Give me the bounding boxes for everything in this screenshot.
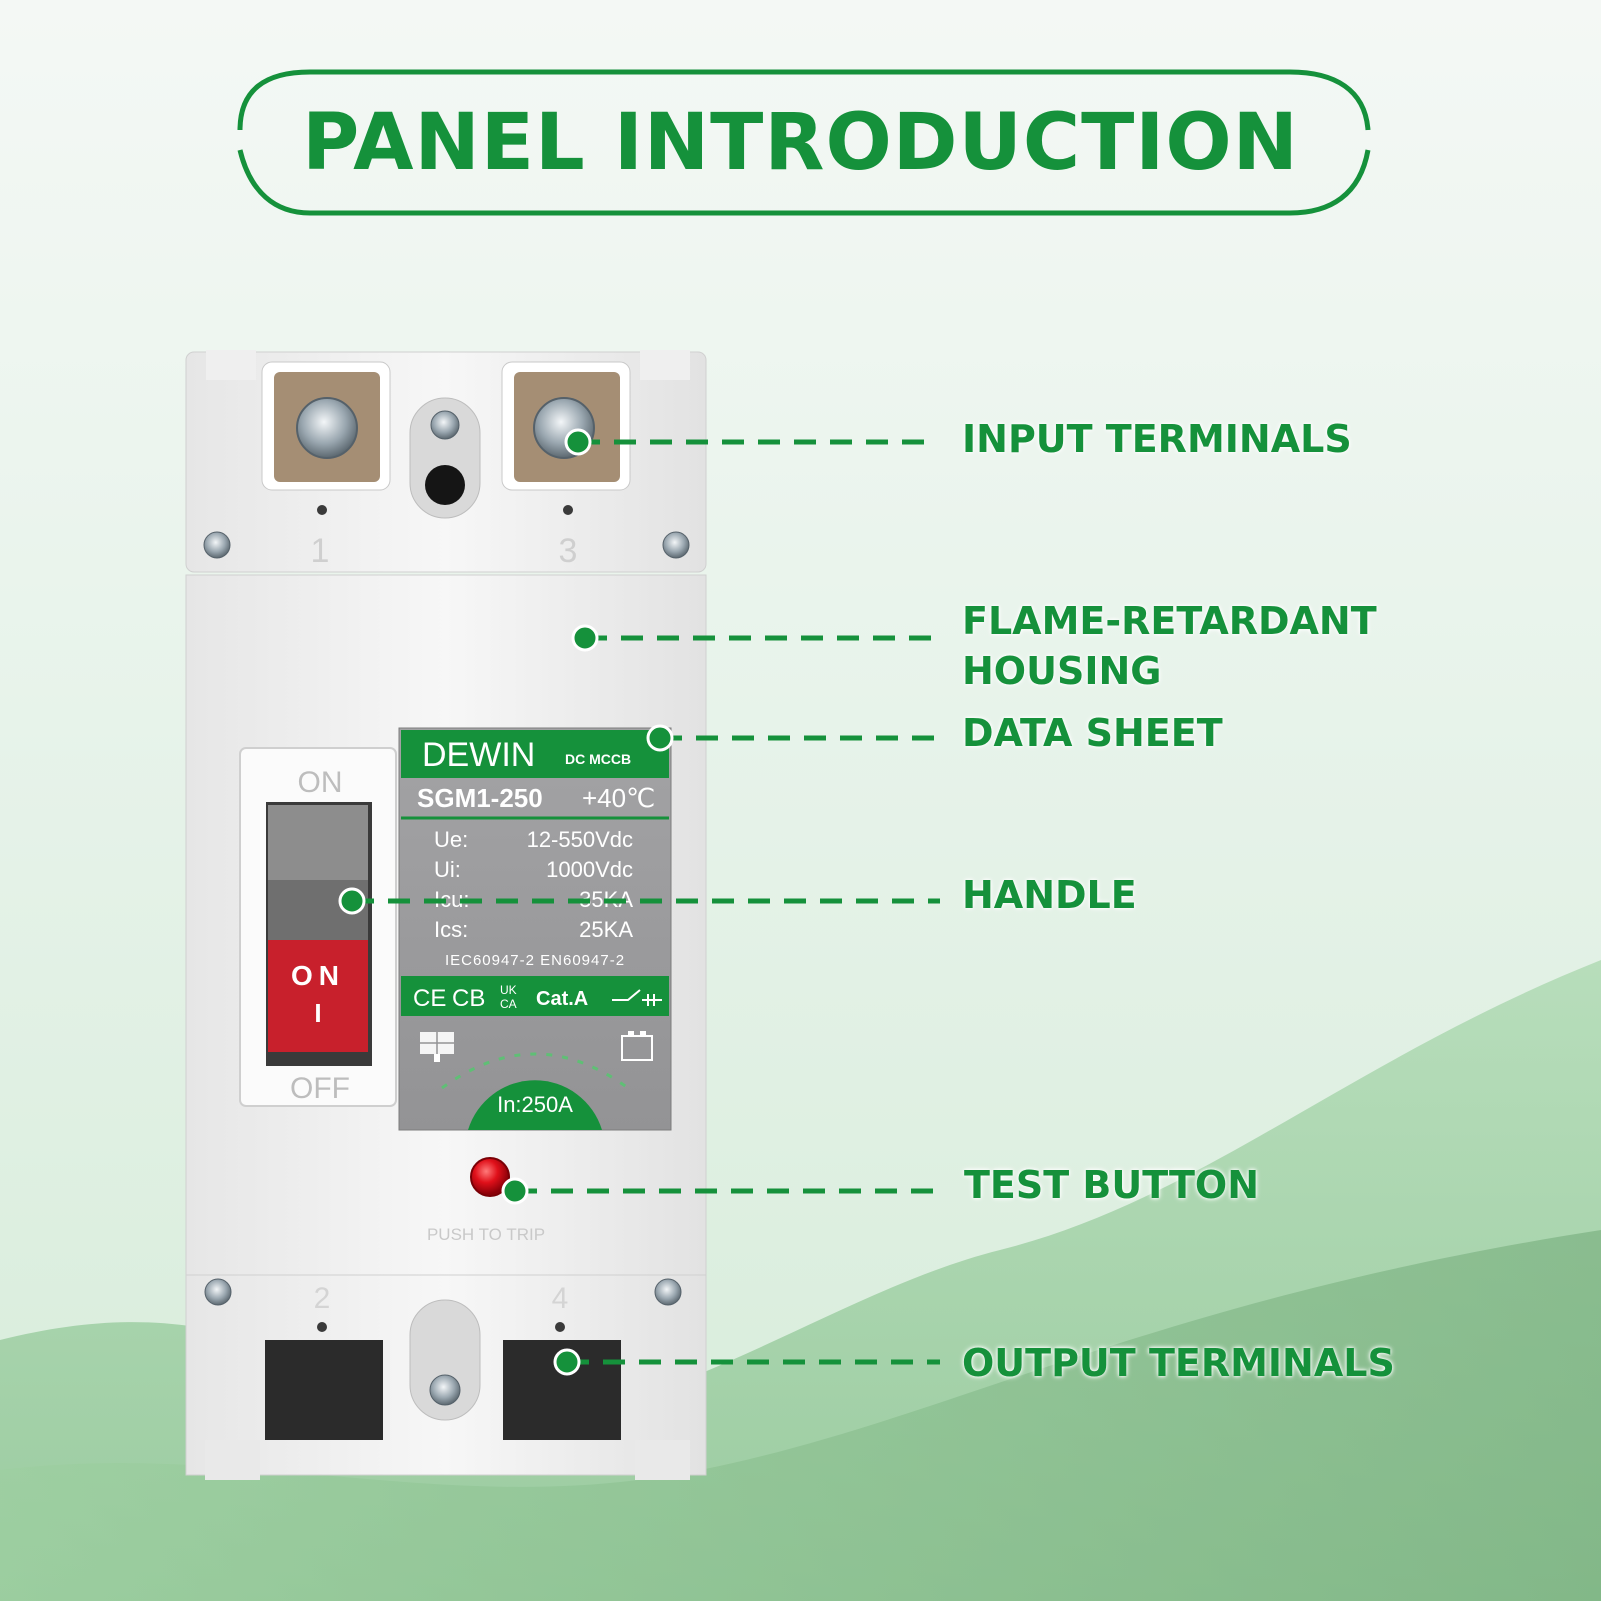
terminal-number-4: 4 xyxy=(552,1282,569,1315)
callout-test-button: TEST BUTTON xyxy=(964,1163,1260,1207)
indicator-dot-2 xyxy=(317,1322,327,1332)
model-number: SGM1-250 xyxy=(417,783,543,813)
spec-ue-value: 12-550Vdc xyxy=(527,827,633,852)
handle-red-indicator xyxy=(268,940,368,1052)
callout-housing-line2: HOUSING xyxy=(962,649,1162,693)
center-screw-top xyxy=(430,410,460,440)
standards-text: IEC60947-2 EN60947-2 xyxy=(445,952,625,969)
callout-flame-retardant-housing: FLAME-RETARDANT HOUSING xyxy=(962,596,1377,696)
indicator-dot-3 xyxy=(563,505,573,515)
center-screw-bottom xyxy=(429,1374,461,1406)
cert-bar xyxy=(401,976,669,1016)
leader-dot-test xyxy=(501,1177,529,1205)
callout-handle: HANDLE xyxy=(962,873,1137,917)
current-rating: In:250A xyxy=(497,1092,573,1117)
push-to-trip-label: PUSH TO TRIP xyxy=(427,1225,545,1244)
handle-i-label: I xyxy=(314,998,321,1028)
terminal-number-2: 2 xyxy=(314,1282,331,1315)
indicator-dot-4 xyxy=(555,1322,565,1332)
test-button[interactable] xyxy=(470,1157,510,1197)
cb-mark: CB xyxy=(452,985,485,1012)
callout-input-terminals: INPUT TERMINALS xyxy=(962,417,1352,461)
leader-dot-output xyxy=(553,1348,581,1376)
battery-icon xyxy=(621,1031,653,1061)
breaker-symbol-icon xyxy=(612,989,662,1006)
handle-on-label: ON xyxy=(291,960,345,991)
corner-screw-br xyxy=(654,1278,682,1306)
corner-screw-bl xyxy=(204,1278,232,1306)
ukca-mark-top: UK xyxy=(500,983,517,997)
title-frame xyxy=(237,69,1371,216)
handle-off-mark: OFF xyxy=(290,1072,350,1105)
input-screw-left xyxy=(296,397,358,459)
handle-on-mark: ON xyxy=(298,766,343,799)
rating-arc-decoration xyxy=(441,1052,629,1090)
callout-housing-line1: FLAME-RETARDANT xyxy=(962,599,1377,643)
leader-dot-handle xyxy=(338,887,366,915)
callout-output-terminals: OUTPUT TERMINALS xyxy=(962,1341,1395,1385)
callout-data-sheet: DATA SHEET xyxy=(962,711,1223,755)
spec-ics-label: Ics: xyxy=(434,917,468,942)
ukca-mark-bottom: CA xyxy=(500,997,517,1011)
spec-ui-value: 1000Vdc xyxy=(546,857,633,882)
corner-screw-tl xyxy=(203,531,231,559)
ce-mark: CE xyxy=(413,985,446,1012)
category-text: Cat.A xyxy=(536,988,588,1010)
leader-dot-housing xyxy=(571,624,599,652)
indicator-dot-1 xyxy=(317,505,327,515)
brand-name: DEWIN xyxy=(422,736,535,774)
top-terminal-block xyxy=(185,350,707,573)
terminal-number-1: 1 xyxy=(311,532,330,570)
leader-dot-input xyxy=(564,428,592,456)
terminal-number-3: 3 xyxy=(559,532,578,570)
corner-screw-tr xyxy=(662,531,690,559)
spec-ue-label: Ue: xyxy=(434,827,468,852)
spec-ui-label: Ui: xyxy=(434,857,461,882)
data-sheet-header xyxy=(401,730,669,778)
rating-badge xyxy=(468,1080,602,1130)
solar-panel-icon xyxy=(420,1032,454,1062)
leader-dot-datasheet xyxy=(646,724,674,752)
spec-ics-value: 25KA xyxy=(579,917,633,942)
temperature-rating: +40℃ xyxy=(582,783,655,813)
page-title: PANEL INTRODUCTION xyxy=(302,98,1299,188)
center-hole-top xyxy=(425,465,465,505)
device-type: DC MCCB xyxy=(565,751,631,767)
